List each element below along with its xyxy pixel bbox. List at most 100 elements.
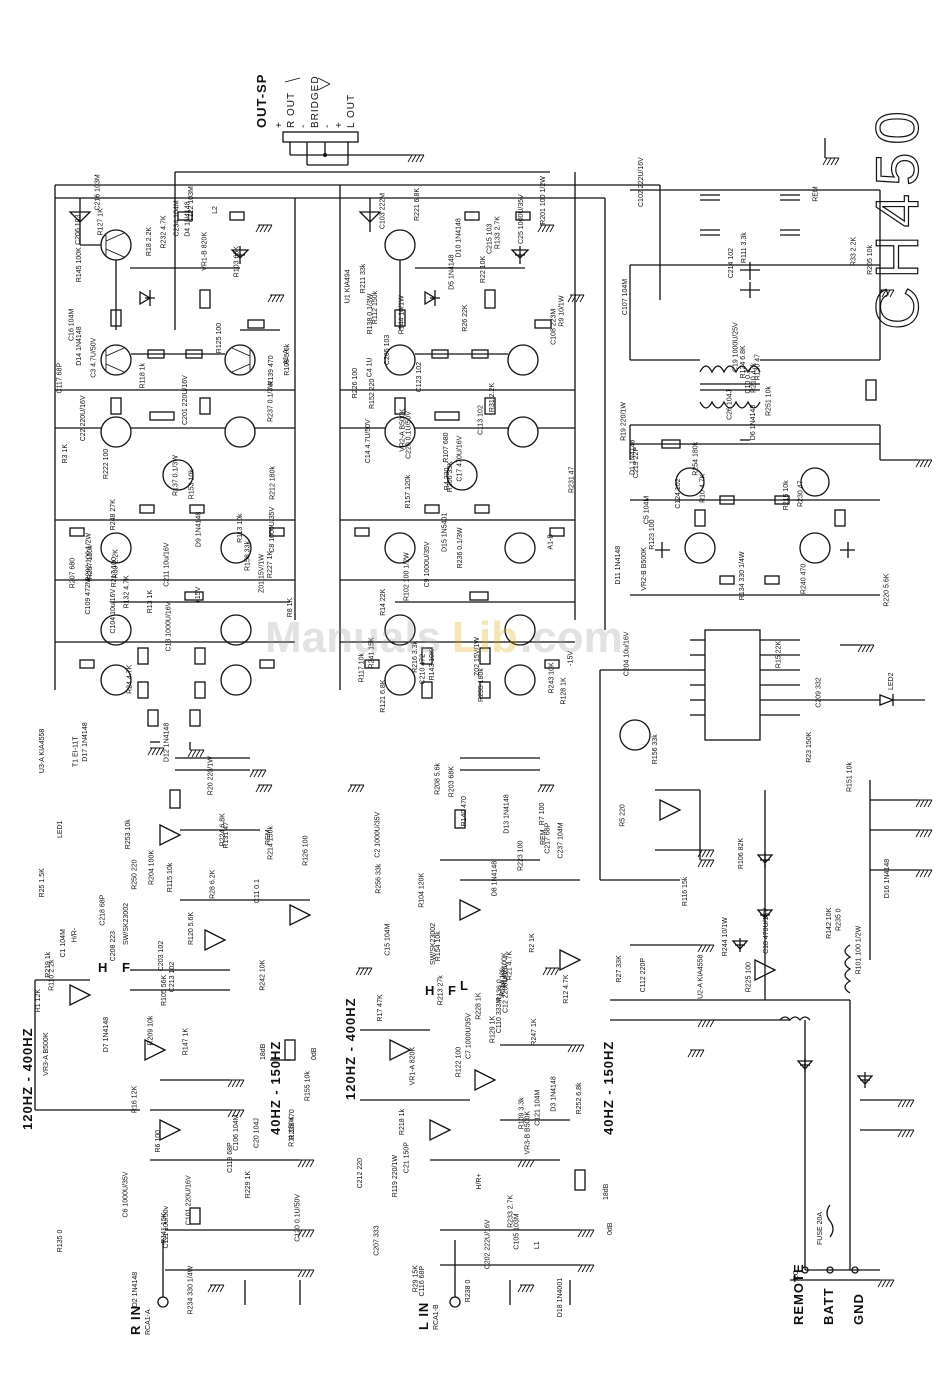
ground-icon [915,869,933,878]
watermark: Manuals Lib .com [265,613,623,662]
opamp-u2 [754,958,777,982]
transistor-q15 [504,664,536,696]
ground-icon [347,784,365,793]
ground-icon [897,1129,915,1138]
component-label: R31 2.2K [489,383,496,413]
led2-label: LED2 [888,672,895,690]
component-label: R29 15K [413,1265,420,1293]
ground-icon [897,1099,915,1108]
left-input-jack [449,1296,461,1308]
component-label: C112 220P [640,958,647,993]
component-label: R140 470 [461,796,468,826]
component-label: R12 4.7K [563,974,570,1004]
component-label: R7 100 [539,803,546,826]
component-label: D13 1N4148 [504,794,511,833]
component-label: R143 10K [429,649,436,680]
component-label: C5 104M [644,496,651,525]
component-label: R115 10k [167,862,174,892]
component-label: R30 2.2K [113,549,120,579]
component-label: D8 1N4148 [492,861,499,897]
opamp-u3 [659,798,682,822]
ground-icon [187,749,205,758]
component-label: C17 470U/16V [457,435,464,481]
component-label: C113 102 [478,405,485,435]
component-label: R124 6.8K [740,345,747,378]
output-pin-label: BRIDGED [310,75,321,128]
output-pin-label: R OUT [286,92,297,128]
component-label: C234 104M [174,200,181,236]
left-range-low-label: 40HZ - 150HZ [601,1041,616,1135]
component-label: R251 10k [765,386,772,416]
transformer-t1-secondary [699,400,761,409]
component-label: R10 4.7K [699,473,706,503]
component-label: D12 1N4148 [163,723,170,762]
component-label: R242 10K [260,959,267,990]
component-label: R4 220 [444,468,451,491]
component-label: C19 1000U/25V [732,322,739,372]
output-terminal-block [282,131,359,143]
remote-terminal-label: REMOTE [791,1263,806,1325]
opamp-u2-a [144,1038,167,1062]
component-label: C219 22P [633,447,640,478]
component-label: D14 1N4148 [76,326,83,365]
component-label: D3 1N4148 [551,1076,558,1112]
component-label: C26 104J [726,390,733,420]
fuse-label: FUSE 20A [817,1212,824,1245]
component-label: C105 103M [514,1213,521,1249]
right-gain-18db: 18dB [260,1043,267,1060]
component-label: C121 104M [534,1089,541,1125]
ground-icon [857,644,875,653]
component-label: -15V [568,651,575,666]
component-label: C120 0.1U/50V [295,1194,302,1242]
component-label: R133 2.7K [495,216,502,249]
component-label: C11 0.1 [254,879,261,903]
transistor-q20 [384,416,416,448]
transistor-q21 [507,416,539,448]
component-label: C10 0.1 [745,369,752,394]
component-label: R108 5.6k [284,343,291,375]
component-label: C102 222U/16V [638,157,645,207]
component-label: R101 100 1/2W [855,925,862,974]
component-label: R158 33k [245,541,252,571]
transistor-q7 [162,459,194,491]
transistor-q16 [504,614,536,646]
ground-icon [227,1109,245,1118]
component-label: R152 220 [369,379,376,409]
component-label: C3 4.7U/50V [90,337,97,377]
component-label: R231 47 [569,466,576,493]
component-label: VR1-A 820K [409,1047,416,1086]
component-label: D15 1N5401 [442,513,449,552]
component-label: C101 220U/16V [185,1175,192,1225]
component-label: R257 120k [87,545,94,579]
component-label: R121 6.8K [380,679,387,712]
component-label: C208 223 [110,931,117,961]
component-label: +15V [195,586,202,603]
right-switch-part: SW/SK23002 [123,903,130,945]
component-label: R208 5.6k [434,762,441,794]
right-switch-f: F [122,960,131,975]
component-label: R253 10k [125,819,132,849]
fuse-symbol [826,1204,834,1238]
component-label: R226 100 [352,368,359,398]
ground-icon [249,769,267,778]
component-label: R153 10k [189,469,196,499]
component-label: C4 1U [367,357,374,377]
component-label: C122 103M [188,186,195,222]
component-label: R114 10k [500,967,507,997]
component-label: C201 220U/16V [182,375,189,425]
component-label: C16 104M [69,309,76,341]
component-label: C124 102 [675,478,682,508]
ground-icon [537,224,555,233]
component-label: R119 220/1W [392,1155,399,1198]
component-label: R139 470 [268,355,275,385]
component-label: R136 0 [497,979,504,1002]
component-label: R122 100 [456,1047,463,1077]
ground-icon [517,1284,535,1293]
led1-label: LED1 [57,820,64,838]
component-label: R15 22K [775,641,782,669]
transistor-q3 [220,664,252,696]
opamp-u7-b [459,898,482,922]
